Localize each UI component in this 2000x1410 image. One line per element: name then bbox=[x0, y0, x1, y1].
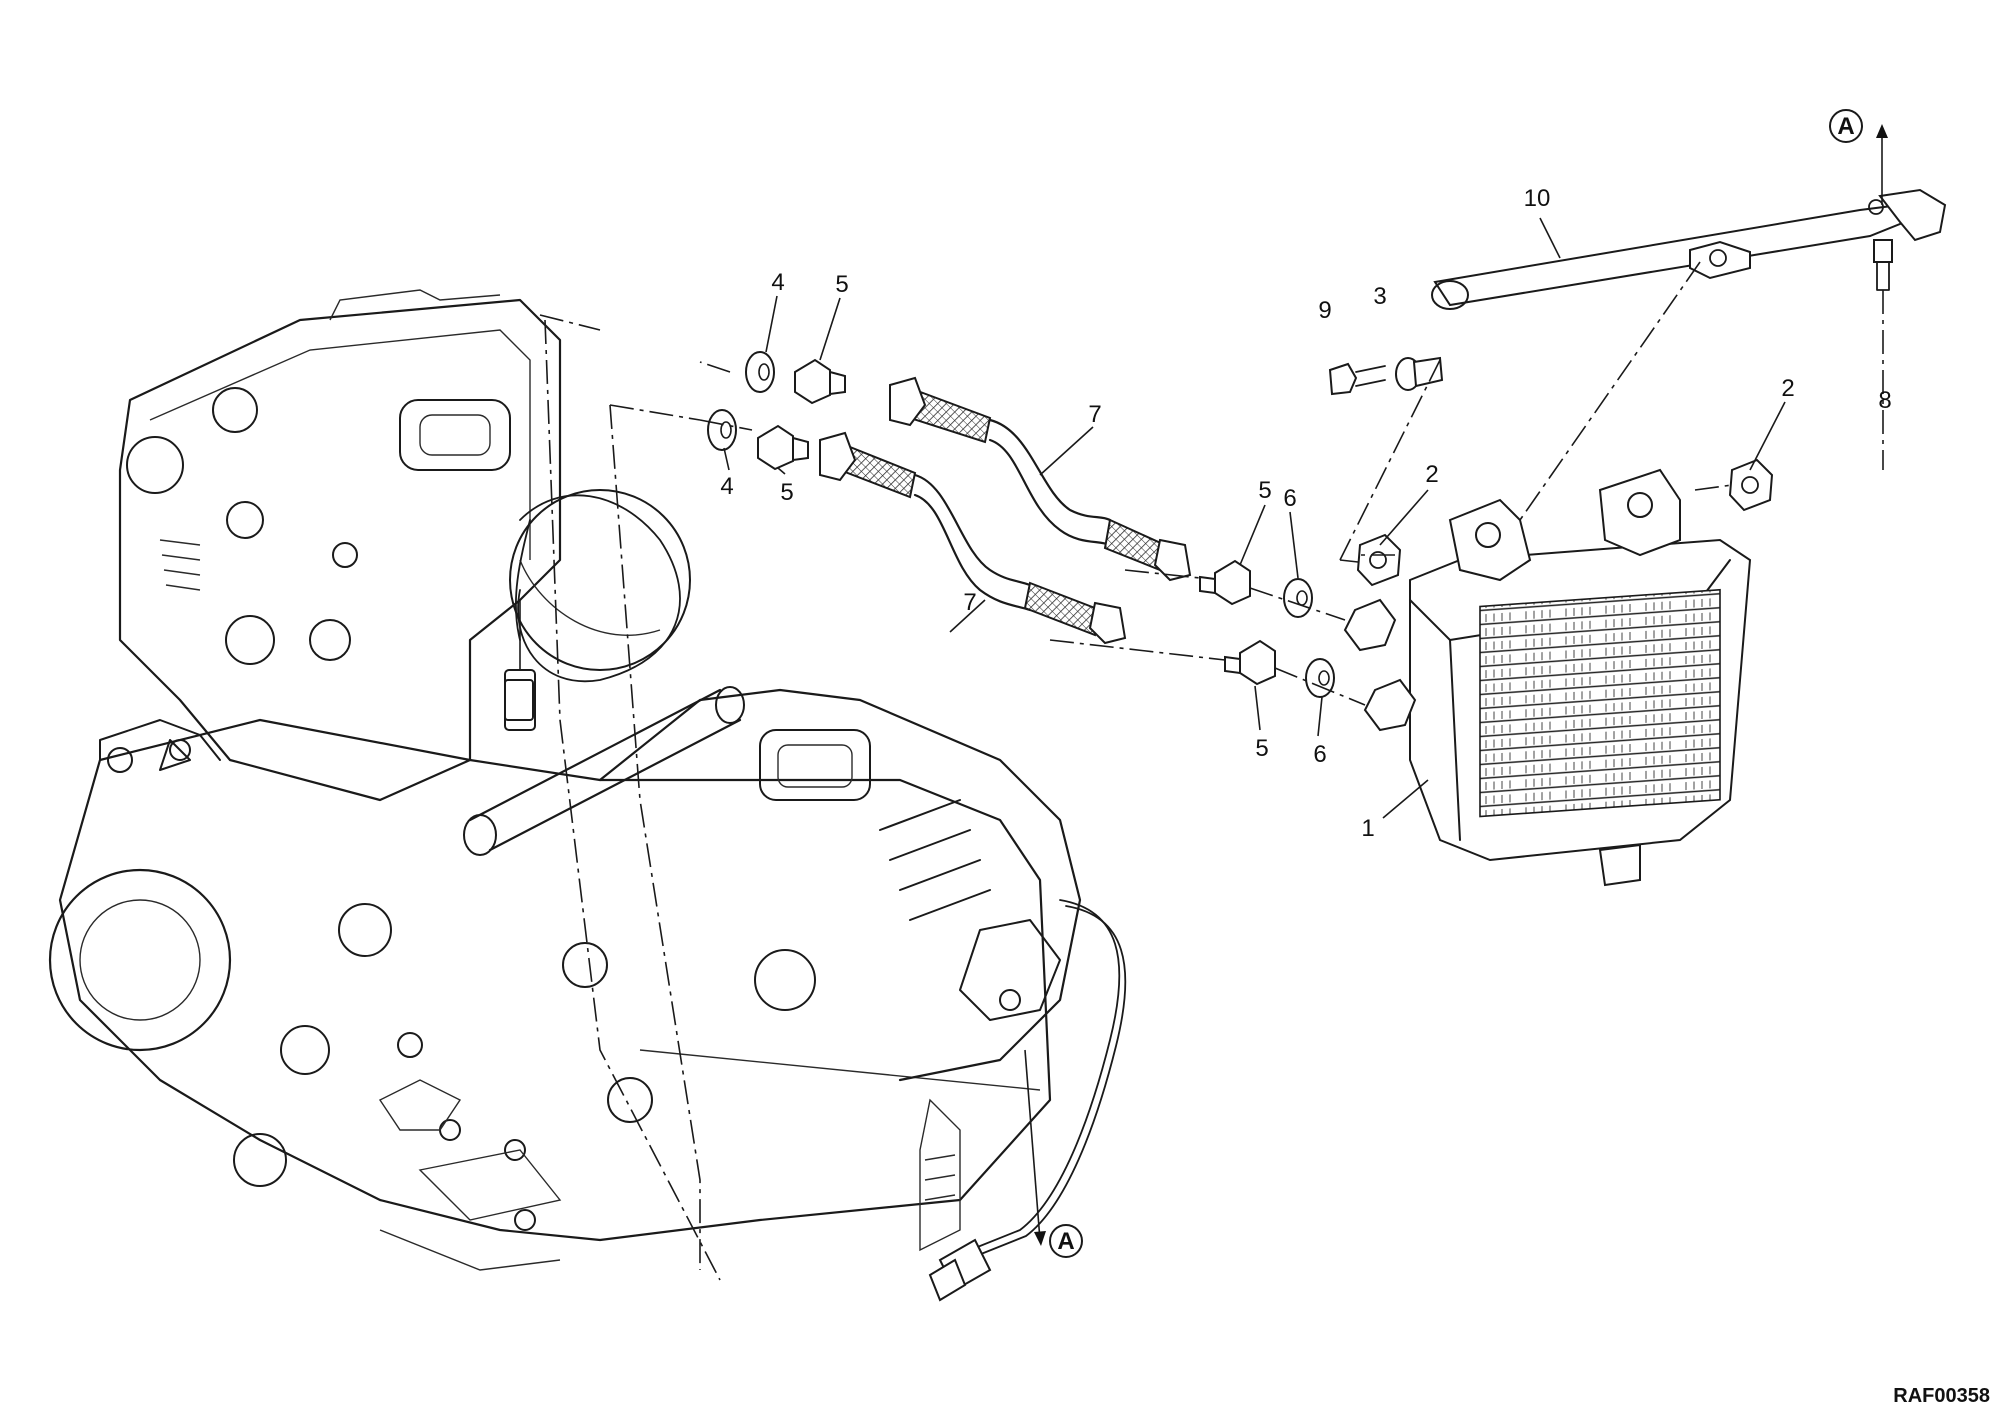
callout-7-upper: 7 bbox=[1088, 401, 1101, 428]
leader-lines bbox=[723, 217, 1786, 819]
engine-block bbox=[48, 289, 1127, 1302]
grommet-2-left bbox=[1356, 533, 1402, 587]
union-5-upper-left bbox=[794, 358, 846, 405]
callout-2-left: 2 bbox=[1425, 461, 1438, 488]
bracket bbox=[1431, 188, 1947, 310]
reference-marker-bottom: A bbox=[1057, 1228, 1074, 1255]
callout-7-lower: 7 bbox=[963, 589, 976, 616]
bolt-8 bbox=[1873, 239, 1893, 291]
callout-3: 3 bbox=[1373, 283, 1386, 310]
washer-6-upper bbox=[1283, 578, 1313, 618]
callout-9: 9 bbox=[1318, 297, 1331, 324]
callout-10: 10 bbox=[1524, 185, 1551, 212]
callout-5-upper-right: 5 bbox=[1258, 477, 1271, 504]
oil-hoses bbox=[819, 376, 1192, 645]
callout-2-right: 2 bbox=[1781, 375, 1794, 402]
callout-labels: 4 5 4 5 7 7 5 6 5 6 2 2 9 3 10 8 1 bbox=[720, 185, 1891, 842]
callout-1: 1 bbox=[1361, 815, 1374, 842]
union-5-lower-right bbox=[1224, 639, 1276, 686]
washer-4-upper bbox=[745, 351, 775, 393]
union-5-lower-left bbox=[757, 424, 809, 471]
callout-4-lower: 4 bbox=[720, 473, 733, 500]
callout-6-lower: 6 bbox=[1313, 741, 1326, 768]
callout-5-lower-left: 5 bbox=[780, 479, 793, 506]
reference-arrow-bottom: A bbox=[1024, 1049, 1083, 1258]
bolt-9 bbox=[1328, 362, 1386, 396]
washer-6-lower bbox=[1305, 658, 1335, 698]
spacer-3 bbox=[1395, 356, 1444, 391]
callout-4-upper: 4 bbox=[771, 269, 784, 296]
union-5-upper-right bbox=[1199, 559, 1251, 606]
drawing-code: RAF00358 bbox=[1893, 1385, 1990, 1407]
reference-marker-top: A bbox=[1837, 113, 1854, 140]
oil-cooler bbox=[1343, 468, 1752, 887]
callout-5-lower-right: 5 bbox=[1255, 735, 1268, 762]
assembly-axes bbox=[699, 261, 1884, 706]
reference-arrow-top: A bbox=[1829, 109, 1888, 205]
callout-5-upper-left: 5 bbox=[835, 271, 848, 298]
grommet-2-right bbox=[1728, 458, 1774, 512]
washer-4-lower bbox=[707, 409, 737, 451]
callout-6-upper: 6 bbox=[1283, 485, 1296, 512]
callout-8: 8 bbox=[1878, 387, 1891, 414]
